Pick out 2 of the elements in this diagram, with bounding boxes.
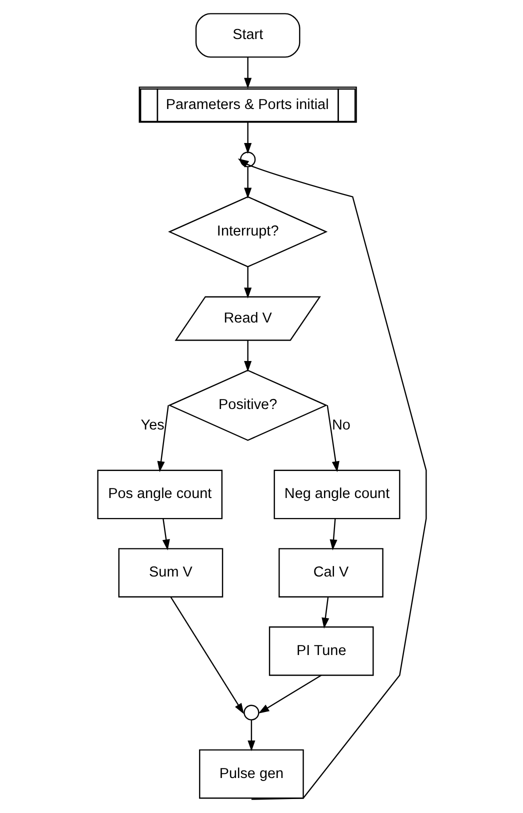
edge-label: No [331,417,350,434]
edge-label: Yes [140,417,164,434]
